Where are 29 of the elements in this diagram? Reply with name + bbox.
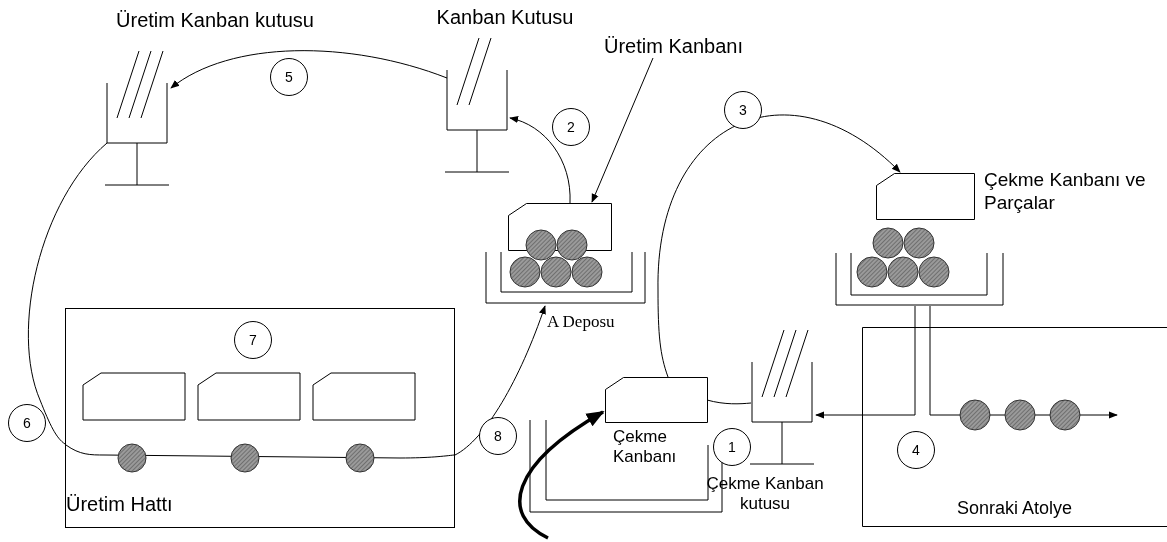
callout-number: 3 <box>724 91 762 129</box>
arrow <box>815 327 916 419</box>
storage-bin <box>835 253 1005 306</box>
card-label: Çekme Kanbanı ve Parçalar <box>984 169 1147 215</box>
callout-number: 7 <box>234 321 272 359</box>
store-label: A Deposu <box>547 312 616 333</box>
production-line-area <box>65 308 455 528</box>
arrow <box>509 116 571 204</box>
connector-line <box>914 305 916 328</box>
callout-number: 2 <box>552 108 590 146</box>
callout-number: 6 <box>8 404 46 442</box>
callout-label: Üretim Kanbanı <box>604 34 743 58</box>
connector-line <box>706 399 752 405</box>
callout-number: 8 <box>479 417 517 455</box>
arrow <box>657 114 901 378</box>
callout-number: 5 <box>270 58 308 96</box>
arrow <box>454 305 546 456</box>
callout-number: 4 <box>897 431 935 469</box>
box-label: Çekme Kanban kutusu <box>705 474 825 515</box>
leader-line <box>591 57 654 203</box>
card-label: Çekme Kanbanı <box>613 427 678 468</box>
area-label: Üretim Hattı <box>66 492 174 516</box>
arrow <box>518 410 605 540</box>
area-label: Sonraki Atolye <box>957 498 1074 520</box>
box-label: Kanban Kutusu <box>435 5 575 29</box>
connector-line <box>27 142 108 445</box>
arrow <box>170 50 448 89</box>
box-label: Üretim Kanban kutusu <box>115 8 315 32</box>
callout-number: 1 <box>713 428 751 466</box>
